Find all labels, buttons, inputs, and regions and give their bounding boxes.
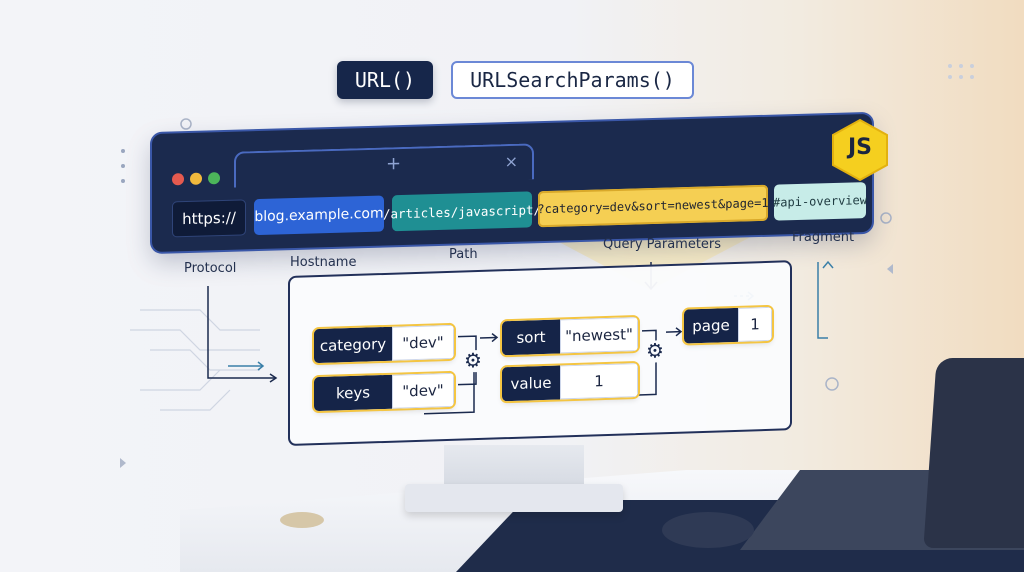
urlsearchparams-constructor-label: URLSearchParams() [451, 61, 694, 99]
param-value: "dev" [392, 324, 454, 361]
param-key: sort [502, 319, 560, 356]
search-params-panel: category "dev" keys "dev" ⚙ sort "newest… [288, 260, 792, 446]
js-logo-text: JS [847, 135, 873, 160]
param-key: value [502, 365, 560, 402]
hostname-label: Hostname [290, 255, 357, 270]
param-value: 1 [560, 363, 638, 400]
coaster [280, 512, 324, 528]
param-value: "newest" [560, 317, 638, 354]
gear-icon: ⚙ [646, 338, 664, 363]
param-value: 1 [738, 306, 772, 342]
query-parameters-label: Query Parameters [603, 237, 722, 252]
protocol-label: Protocol [184, 261, 237, 276]
mouse [662, 512, 754, 548]
param-sort[interactable]: sort "newest" [502, 317, 638, 356]
param-page[interactable]: page 1 [684, 306, 772, 344]
javascript-logo: JS [830, 118, 890, 182]
param-key: keys [314, 374, 392, 412]
monitor-base [405, 484, 623, 512]
fragment-label: Fragment [792, 230, 855, 245]
param-value: "dev" [392, 372, 454, 409]
param-key: page [684, 307, 738, 344]
url-constructor-label: URL() [337, 61, 433, 99]
param-keys[interactable]: keys "dev" [314, 372, 454, 412]
param-key: category [314, 326, 392, 364]
param-value-entry[interactable]: value 1 [502, 363, 638, 402]
param-category[interactable]: category "dev" [314, 324, 454, 364]
gear-icon: ⚙ [464, 347, 482, 373]
path-label: Path [449, 247, 478, 262]
